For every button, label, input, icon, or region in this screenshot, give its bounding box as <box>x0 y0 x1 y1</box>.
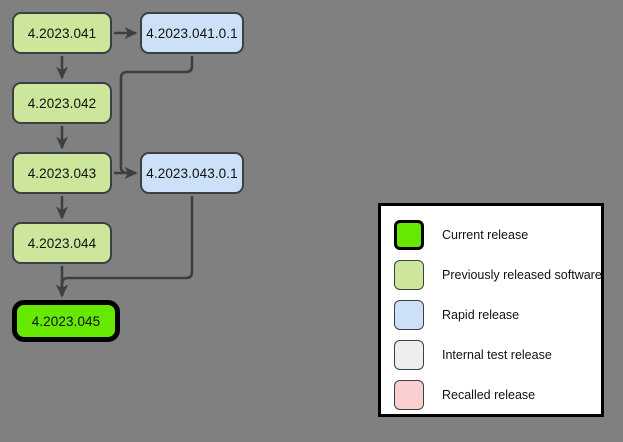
node-4-2023-043-0-1[interactable]: 4.2023.043.0.1 <box>140 152 244 194</box>
node-4-2023-041-0-1[interactable]: 4.2023.041.0.1 <box>140 12 244 54</box>
node-4-2023-043[interactable]: 4.2023.043 <box>12 152 112 194</box>
legend-item-recalled-release: Recalled release <box>394 377 535 413</box>
legend-box: Current release Previously released soft… <box>378 203 604 417</box>
node-4-2023-042[interactable]: 4.2023.042 <box>12 82 112 124</box>
node-4-2023-044[interactable]: 4.2023.044 <box>12 222 112 264</box>
legend-item-current-release: Current release <box>394 217 528 253</box>
legend-item-previously-released-software: Previously released software <box>394 257 602 293</box>
node-label: 4.2023.042 <box>27 95 97 111</box>
node-label: 4.2023.044 <box>27 235 97 251</box>
node-4-2023-045[interactable]: 4.2023.045 <box>12 300 120 342</box>
node-label: 4.2023.045 <box>31 313 101 329</box>
legend-label: Previously released software <box>442 268 602 282</box>
node-label: 4.2023.041.0.1 <box>146 25 238 41</box>
node-4-2023-041[interactable]: 4.2023.041 <box>12 12 112 54</box>
legend-item-internal-test-release: Internal test release <box>394 337 552 373</box>
legend-label: Rapid release <box>442 308 520 322</box>
legend-label: Internal test release <box>442 348 552 362</box>
node-label: 4.2023.043 <box>27 165 97 181</box>
legend-swatch-rapid-release <box>394 300 424 330</box>
legend-swatch-internal-test-release <box>394 340 424 370</box>
node-label: 4.2023.041 <box>27 25 97 41</box>
legend-swatch-previously-released-software <box>394 260 424 290</box>
legend-item-rapid-release: Rapid release <box>394 297 519 333</box>
node-label: 4.2023.043.0.1 <box>146 165 238 181</box>
legend-label: Current release <box>442 228 529 242</box>
legend-swatch-recalled-release <box>394 380 424 410</box>
legend-label: Recalled release <box>442 388 536 402</box>
legend-swatch-current-release <box>394 220 424 250</box>
